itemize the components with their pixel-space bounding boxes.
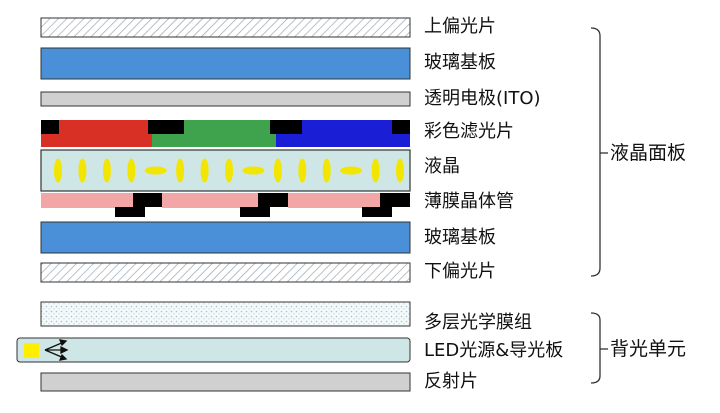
liquid-crystal-molecule	[144, 166, 167, 175]
tft-layer	[41, 193, 410, 217]
tft-electrode	[41, 193, 133, 208]
label-glass-substrate-bottom: 玻璃基板	[424, 227, 496, 248]
liquid-crystal-molecules	[54, 158, 404, 183]
bottom-polarizer-layer	[40, 262, 411, 283]
led-chip	[24, 343, 39, 358]
tft-transistor	[115, 207, 145, 217]
ito-electrode-layer	[40, 91, 411, 107]
black-matrix	[392, 120, 410, 134]
black-matrix	[270, 120, 302, 134]
liquid-crystal-molecule	[340, 166, 363, 175]
tft-transistor	[362, 207, 392, 217]
glass-substrate-bottom-layer	[40, 221, 411, 254]
black-matrix	[41, 120, 59, 134]
label-liquid-crystal: 液晶	[424, 156, 460, 177]
label-tft: 薄膜晶体管	[424, 191, 514, 212]
liquid-crystal-molecule	[242, 166, 265, 175]
color-filter-red	[41, 120, 152, 147]
liquid-crystal-molecule	[273, 158, 282, 183]
liquid-crystal-molecule	[225, 158, 233, 183]
liquid-crystal-molecule	[176, 158, 185, 183]
liquid-crystal-molecule	[78, 158, 87, 183]
label-reflector: 反射片	[424, 371, 478, 392]
led-light-guide-layer	[16, 337, 411, 363]
liquid-crystal-molecule	[322, 158, 331, 183]
color-filter-layer	[41, 120, 410, 147]
label-glass-substrate-top: 玻璃基板	[424, 52, 496, 73]
tft-transistor	[133, 193, 162, 207]
liquid-crystal-molecule	[396, 158, 404, 183]
optical-films-layer	[40, 301, 411, 327]
label-optical-films: 多层光学膜组	[424, 312, 532, 333]
light-guide-plate	[16, 337, 411, 363]
glass-substrate-top-layer	[40, 47, 411, 80]
liquid-crystal-molecule	[371, 158, 380, 183]
lcd-panel-bracket	[590, 27, 601, 277]
group-label-backlight: 背光单元	[610, 338, 687, 360]
label-top-polarizer: 上偏光片	[424, 16, 496, 37]
top-polarizer-layer	[40, 17, 411, 38]
light-rays-icon	[44, 339, 69, 361]
black-matrix	[148, 120, 184, 134]
backlight-bracket	[590, 312, 601, 384]
liquid-crystal-molecule	[102, 158, 111, 183]
label-led-light-guide: LED光源&导光板	[424, 340, 564, 361]
liquid-crystal-molecule	[298, 158, 307, 183]
label-bottom-polarizer: 下偏光片	[424, 261, 496, 282]
group-label-lcd-panel: 液晶面板	[610, 142, 687, 164]
tft-transistor	[380, 193, 410, 207]
tft-electrode	[162, 193, 258, 208]
tft-transistor	[240, 207, 270, 217]
reflector-layer	[40, 372, 411, 392]
liquid-crystal-molecule	[54, 158, 62, 183]
liquid-crystal-molecule	[200, 158, 209, 183]
tft-transistor	[258, 193, 288, 207]
label-color-filter: 彩色滤光片	[424, 121, 514, 142]
label-ito-electrode: 透明电极(ITO)	[424, 88, 541, 109]
liquid-crystal-molecule	[127, 158, 136, 183]
tft-electrode	[288, 193, 380, 208]
